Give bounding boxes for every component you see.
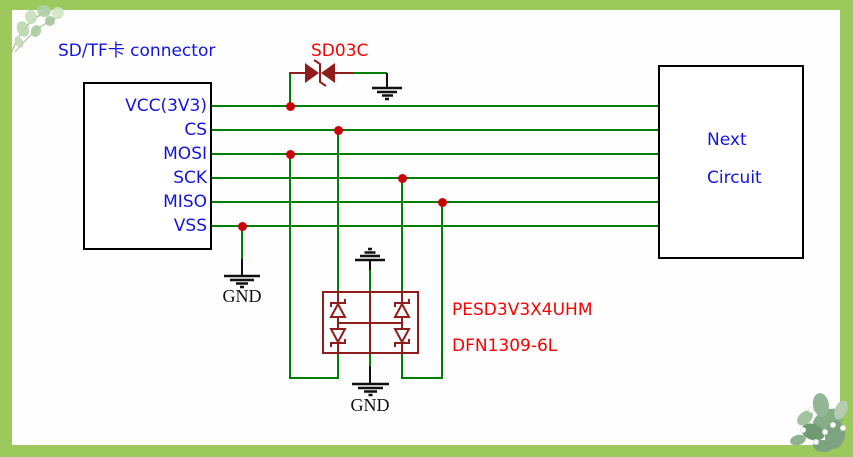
wire-sck-drop [401, 178, 403, 294]
schematic-title: SD/TF卡 connector [58, 41, 216, 61]
next-circuit-box [658, 65, 804, 259]
gnd-label-esd: GND [350, 395, 390, 415]
wire-esd-top-stub [369, 270, 371, 294]
wire-mosi-drop [289, 154, 291, 379]
next-circuit-text-line1: Next [707, 130, 747, 150]
junction-dot-vcc [286, 102, 295, 111]
sd-tf-connector-box [83, 82, 212, 250]
wire-jog-right-v [401, 353, 403, 379]
esd-part-number-label: PESD3V3X4UHM [452, 300, 593, 320]
wire-cs [211, 129, 659, 131]
esd-top-ground-stem [369, 260, 371, 270]
wire-jog-left-h [289, 377, 339, 379]
pin-label-vcc: VCC(3V3) [125, 96, 207, 116]
junction-dot-sck [398, 174, 407, 183]
earth-ground-icon [224, 274, 260, 289]
wire-vcc [211, 105, 659, 107]
junction-dot-vss [238, 222, 247, 231]
tvs-diode-symbol [290, 59, 353, 87]
earth-ground-icon [352, 382, 389, 397]
wire-miso [211, 201, 659, 203]
leaf-decoration-top-left-icon [10, 4, 64, 55]
wire-tvs-branch [289, 72, 291, 107]
tvs-diode-label: SD03C [311, 41, 369, 61]
next-circuit-text-line2: Circuit [707, 168, 762, 188]
junction-dot-mosi [286, 150, 295, 159]
wire-cs-drop [337, 130, 339, 294]
wire-sck [211, 177, 659, 179]
esd-package-label: DFN1309-6L [452, 336, 558, 356]
wire-jog-right-h [401, 377, 443, 379]
tvs-ground-stem [386, 73, 388, 88]
wire-esd-bottom-stub [369, 353, 371, 367]
pin-label-vss: VSS [173, 216, 207, 236]
junction-dot-cs [334, 126, 343, 135]
gnd-label-vss: GND [222, 286, 262, 306]
pin-label-miso: MISO [163, 192, 207, 212]
esd-bottom-ground-stem [369, 366, 371, 384]
esd-array-symbol [322, 291, 419, 354]
wire-miso-drop [441, 202, 443, 379]
earth-ground-icon [372, 86, 402, 101]
vss-ground-stem [241, 259, 243, 276]
pin-label-cs: CS [184, 120, 207, 140]
wire-vss [211, 225, 659, 227]
earth-ground-icon [355, 247, 385, 262]
wire-tvs-to-ground [353, 72, 387, 74]
leaf-decoration-bottom-right-icon [790, 393, 848, 453]
wire-jog-left-v [337, 353, 339, 379]
wire-vss-stem [241, 226, 243, 259]
pin-label-mosi: MOSI [163, 144, 207, 164]
pin-label-sck: SCK [173, 168, 207, 188]
wire-mosi [211, 153, 659, 155]
junction-dot-miso [438, 198, 447, 207]
